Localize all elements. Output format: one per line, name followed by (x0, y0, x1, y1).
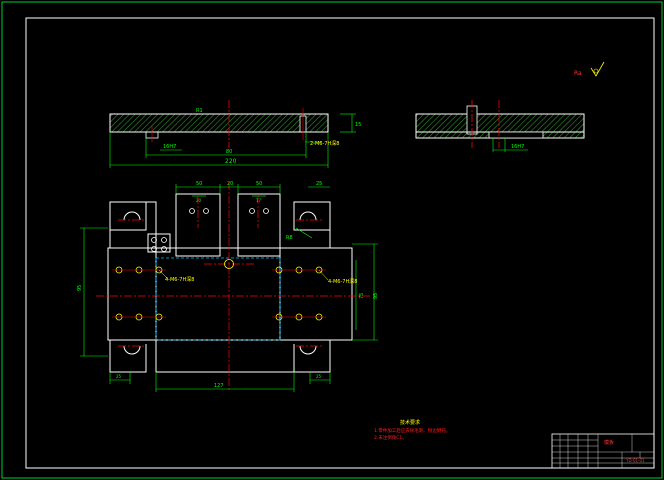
front-dim-bore: 16H7 (163, 144, 176, 150)
side-section-view: 16H7 (415, 100, 585, 152)
title-part-name: 模板 (604, 439, 614, 446)
front-section-view: 220 80 16H7 15 R1 2-M6-7H深8 (109, 100, 361, 168)
plan-dim-hole-left: 20 (196, 198, 202, 203)
front-dim-overall: 220 (225, 158, 237, 165)
notes-title: 技术要求 (400, 419, 420, 426)
plan-boss (147, 233, 171, 253)
plan-dim-mid-right: 75 (359, 293, 365, 299)
plan-dim-hole-right: 17 (256, 198, 262, 203)
plan-dim-right-height: 95 (373, 293, 379, 299)
plan-upper-block-right (237, 193, 281, 257)
plan-callout-right: 4-M6-7H深8 (328, 278, 357, 285)
front-dim-inner: 80 (226, 149, 232, 155)
plan-dim-top-right: 50 (256, 181, 262, 187)
roughness-symbol: Ra (574, 61, 605, 77)
roughness-label: Ra (574, 70, 582, 77)
plan-main-body (155, 247, 281, 341)
front-callout: 2-M6-7H深8 (310, 140, 339, 147)
plan-upper-block-left (175, 193, 221, 257)
plan-dim-left-height: 95 (77, 285, 83, 291)
plan-dim-radius: R8 (286, 235, 293, 241)
plan-dim-bottom-right: 25 (316, 374, 322, 379)
plan-callout-left: 4-M6-7H深8 (165, 276, 194, 283)
front-dim-height: 15 (355, 122, 361, 128)
title-block: 模板 YD-01-01 (551, 433, 655, 469)
plan-dim-bottom-left: 25 (116, 374, 122, 379)
front-section-body (109, 113, 329, 133)
plan-dim-top-mid: 20 (227, 181, 233, 187)
plan-dim-top-far: 25 (316, 181, 322, 187)
plan-dim-top-left: 50 (196, 181, 202, 187)
plan-view: 50 20 50 25 20 17 R8 95 95 75 127 25 25 … (77, 181, 379, 392)
technical-notes: 技术要求 1.零件加工后应去除毛刺、锐边倒钝。 2.未注倒角C1。 (374, 419, 450, 441)
plan-dim-bottom: 127 (214, 383, 224, 389)
notes-line-2: 2.未注倒角C1。 (374, 434, 407, 441)
plan-outline (107, 201, 353, 341)
front-dim-top: R1 (196, 108, 203, 114)
side-dim-bore: 16H7 (511, 144, 524, 150)
title-drawing-no: YD-01-01 (625, 458, 645, 463)
notes-line-1: 1.零件加工后应去除毛刺、锐边倒钝。 (374, 427, 450, 434)
